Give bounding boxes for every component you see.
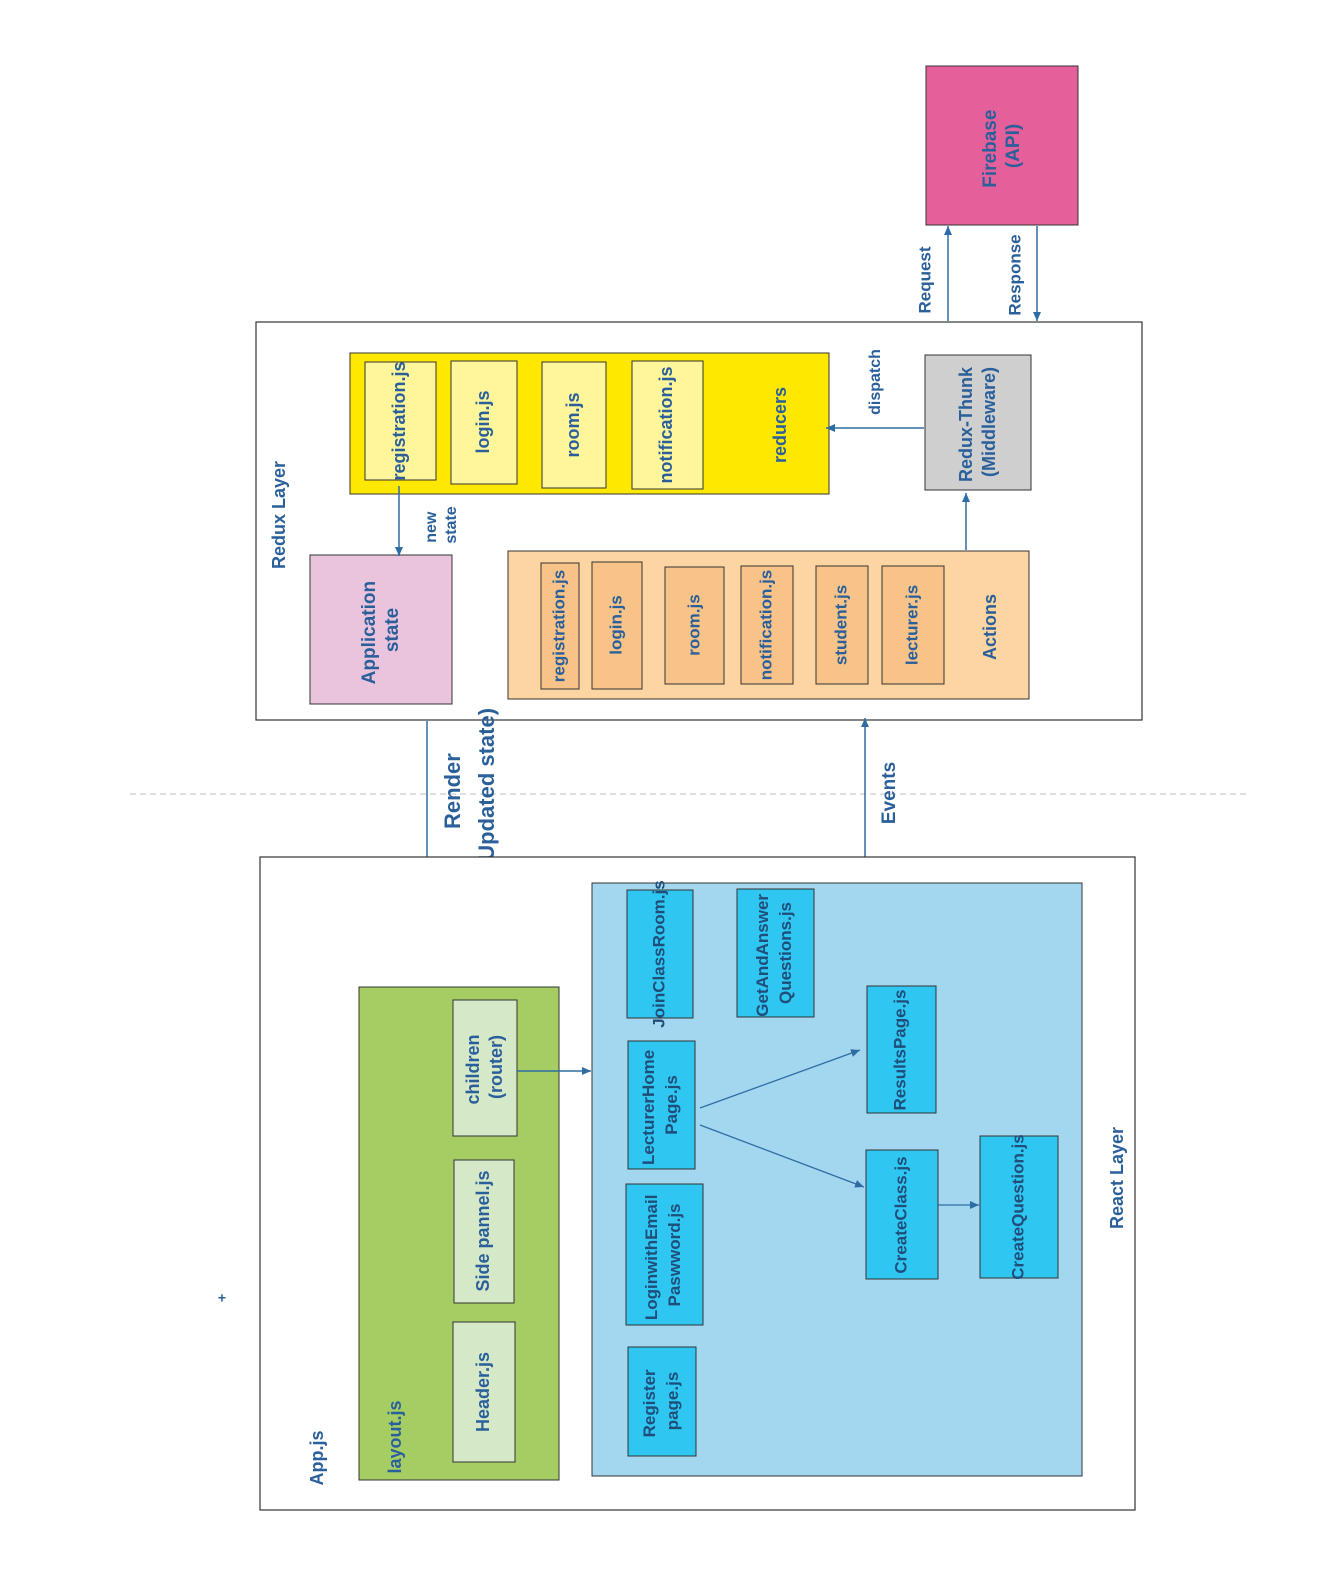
action-notification-box <box>740 565 794 685</box>
reducer-notification-label: notification.js <box>656 367 676 484</box>
page-resultspage-box <box>866 985 937 1114</box>
reducers-label: reducers <box>770 387 790 463</box>
action-registration-box <box>540 562 580 690</box>
action-student-box <box>815 565 869 685</box>
layout-side-panel-box <box>453 1159 515 1304</box>
firebase-box <box>925 65 1079 226</box>
page-loginemail-label: LoginwithEmail Paswword.js <box>642 1190 684 1320</box>
action-lecturer-box <box>881 565 945 685</box>
layout-children-box <box>452 999 518 1137</box>
layout-children-line2: (router) <box>486 1035 506 1099</box>
action-student-label: student.js <box>831 585 850 665</box>
middleware-box <box>924 354 1032 491</box>
reducer-room-box <box>541 361 607 489</box>
new-state-line2: state <box>443 506 460 543</box>
middleware-line1: Redux-Thunk <box>956 366 976 482</box>
application-state-line2: state <box>382 608 403 652</box>
page-register-label: Register page.js <box>640 1365 682 1438</box>
reducer-login-box <box>450 360 518 485</box>
action-room-box <box>664 566 725 685</box>
page-getandanswer-line1: GetAndAnswer <box>753 894 772 1017</box>
page-getandanswer-line2: Questions.js <box>776 902 795 1004</box>
reducer-login-label: login.js <box>473 391 493 454</box>
layout-label: layout.js <box>385 1400 405 1473</box>
response-label: Response <box>1005 234 1024 315</box>
page-createquestion-box <box>979 1135 1059 1279</box>
actions-label: Actions <box>980 594 1000 660</box>
layout-children-line1: children <box>463 1035 483 1105</box>
crosshair-mark: + <box>218 1290 226 1306</box>
events-label: Events <box>879 762 900 824</box>
action-room-label: room.js <box>684 594 703 655</box>
application-state-label: Application state <box>359 576 403 685</box>
page-lecturerhome-line1: LecturerHome <box>639 1050 658 1165</box>
new-state-label: new state <box>423 506 460 543</box>
page-loginemail-box <box>625 1183 704 1326</box>
layout-side-panel-label: Side pannel.js <box>473 1170 493 1291</box>
react-layer-title: React Layer <box>1107 1127 1127 1229</box>
page-joinclassroom-box <box>626 889 694 1019</box>
firebase-label-line2: (API) <box>1003 124 1024 168</box>
action-login-box <box>591 561 643 690</box>
action-notification-label: notification.js <box>756 570 775 681</box>
page-loginemail-line1: LoginwithEmail <box>642 1195 661 1321</box>
page-getandanswer-box <box>736 888 815 1018</box>
layout-header-box <box>452 1321 516 1463</box>
page-lecturerhome-line2: Page.js <box>662 1075 681 1135</box>
page-lecturerhome-box <box>627 1040 696 1170</box>
page-register-line1: Register <box>640 1369 659 1437</box>
render-line1: Render <box>440 753 465 829</box>
application-state-line1: Application <box>359 581 380 684</box>
firebase-label: Firebase (API) <box>980 104 1024 187</box>
redux-layer-title: Redux Layer <box>269 461 289 569</box>
firebase-label-line1: Firebase <box>980 110 1001 188</box>
page-joinclassroom-label: JoinClassRoom.js <box>649 880 668 1027</box>
action-lecturer-label: lecturer.js <box>902 585 921 665</box>
page-lecturerhome-label: LecturerHome Page.js <box>639 1045 681 1165</box>
application-state-box <box>309 554 453 705</box>
reducer-room-label: room.js <box>563 392 583 457</box>
page-getandanswer-label: GetAndAnswer Questions.js <box>753 889 795 1017</box>
reducer-registration-label: registration.js <box>389 361 409 480</box>
layout-children-label: children (router) <box>463 1029 506 1104</box>
page-loginemail-line2: Paswword.js <box>665 1204 684 1307</box>
request-label: Request <box>915 246 934 313</box>
action-registration-label: registration.js <box>549 570 568 682</box>
page-register-line2: page.js <box>663 1372 682 1431</box>
reducer-registration-box <box>364 361 437 481</box>
middleware-label: Redux-Thunk (Middleware) <box>956 362 999 482</box>
page-createquestion-label: CreateQuestion.js <box>1008 1134 1027 1280</box>
reducer-notification-box <box>631 360 704 490</box>
lecturerhome-to-results-arrow <box>699 1049 861 1109</box>
new-state-line1: new <box>423 511 440 543</box>
render-label: Render (Updated state) <box>440 708 499 868</box>
render-line2: (Updated state) <box>474 708 499 868</box>
dispatch-label: dispatch <box>867 349 884 415</box>
app-js-label: App.js <box>307 1430 327 1485</box>
action-login-label: login.js <box>606 595 625 655</box>
lecturerhome-to-createclass-arrow <box>699 1124 865 1188</box>
layout-header-label: Header.js <box>473 1352 493 1432</box>
page-createclass-box <box>865 1149 939 1280</box>
page-createclass-label: CreateClass.js <box>891 1156 910 1273</box>
page-register-box <box>627 1346 697 1457</box>
page-resultspage-label: ResultsPage.js <box>890 990 909 1111</box>
middleware-line2: (Middleware) <box>979 367 999 477</box>
